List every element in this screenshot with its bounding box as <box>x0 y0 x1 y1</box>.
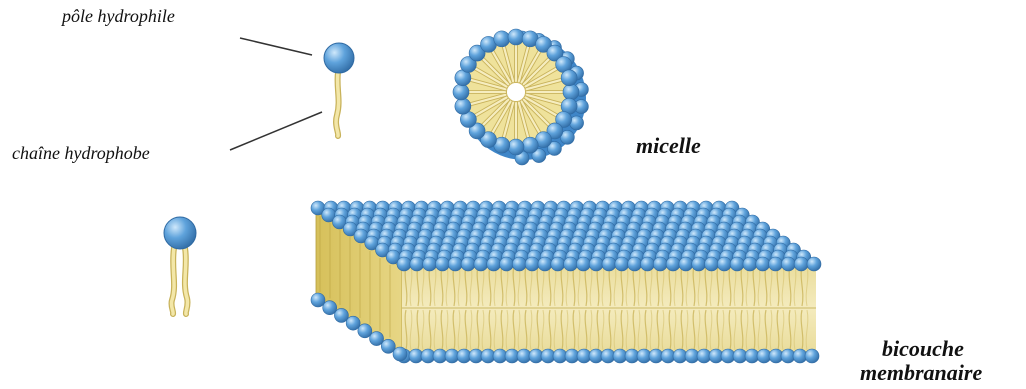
micelle-head <box>455 98 471 114</box>
bilayer-top-head <box>653 257 667 271</box>
micelle-head <box>453 84 469 100</box>
bilayer-top-head <box>807 257 821 271</box>
bilayer-top-head <box>756 257 770 271</box>
micelle-head <box>508 29 524 45</box>
bilayer-top-head <box>730 257 744 271</box>
bilayer-top-head <box>397 257 411 271</box>
bilayer-top-head <box>640 257 654 271</box>
bilayer-top-head <box>769 257 783 271</box>
bilayer-top-head <box>576 257 590 271</box>
bilayer-top-head <box>538 257 552 271</box>
bilayer-top-head <box>794 257 808 271</box>
bilayer-top-head <box>410 257 424 271</box>
bilayer-top-head <box>692 257 706 271</box>
lipid-molecule-double-tail <box>164 217 196 314</box>
bilayer-side-head <box>370 332 384 346</box>
bilayer-top-head <box>743 257 757 271</box>
bilayer-top-head <box>525 257 539 271</box>
bilayer-structure <box>311 201 821 363</box>
bilayer-side-head <box>358 324 372 338</box>
bilayer-top-head <box>512 257 526 271</box>
micelle-head <box>561 70 577 86</box>
bilayer-top-head <box>448 257 462 271</box>
bilayer-top-head <box>589 257 603 271</box>
bilayer-side-head <box>393 347 407 361</box>
bilayer-top-head <box>500 257 514 271</box>
bilayer-side-head <box>346 316 360 330</box>
bilayer-side-head <box>381 339 395 353</box>
lipid-molecule-single-tail <box>324 43 354 136</box>
bilayer-top-head <box>628 257 642 271</box>
bilayer-side-head <box>311 293 325 307</box>
bilayer-top-head <box>423 257 437 271</box>
micelle-structure <box>453 29 588 165</box>
bilayer-top-head <box>435 257 449 271</box>
micelle-head <box>508 139 524 155</box>
bilayer-top-head <box>461 257 475 271</box>
bilayer-top-head <box>564 257 578 271</box>
micelle-head <box>563 84 579 100</box>
bilayer-side-head <box>334 308 348 322</box>
pointer-line-head <box>240 38 312 55</box>
bilayer-top-head <box>615 257 629 271</box>
bilayer-side-head <box>323 301 337 315</box>
bilayer-top-head <box>487 257 501 271</box>
bilayer-top-head <box>717 257 731 271</box>
bilayer-bottom-head <box>805 349 819 363</box>
pointer-line-tail <box>230 112 322 150</box>
micelle-head <box>494 31 510 47</box>
micelle-head <box>522 137 538 153</box>
bilayer-top-head <box>705 257 719 271</box>
bilayer-top-head <box>551 257 565 271</box>
bilayer-top-head <box>781 257 795 271</box>
bilayer-top-head <box>474 257 488 271</box>
bilayer-top-head <box>602 257 616 271</box>
bilayer-top-head <box>679 257 693 271</box>
bilayer-top-head <box>666 257 680 271</box>
